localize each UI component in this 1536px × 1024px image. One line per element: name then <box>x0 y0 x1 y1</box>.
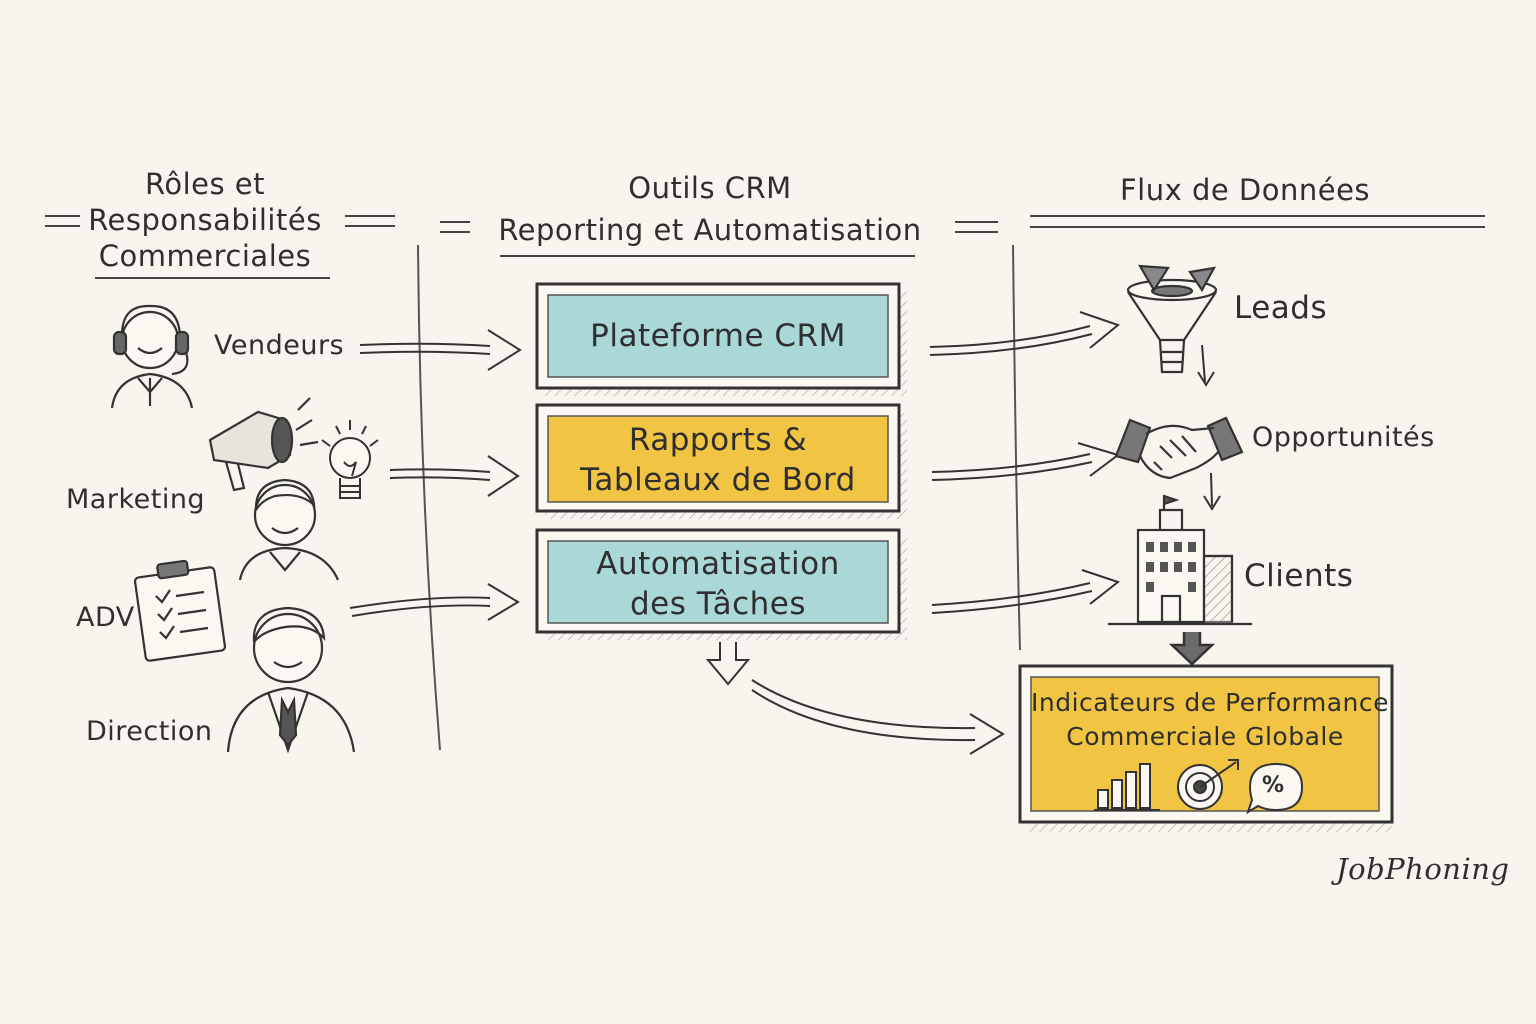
bar-chart-icon <box>1094 763 1160 811</box>
tools-header-line2: Reporting et Automatisation <box>498 213 922 247</box>
crm-platform-box <box>535 282 907 396</box>
businessman-icon <box>226 606 356 754</box>
building-icon <box>1108 494 1252 626</box>
kpi-line1: Indicateurs de Performance <box>1031 688 1389 717</box>
megaphone-person-icon <box>208 397 340 581</box>
flow-header: Flux de Données <box>1090 172 1400 208</box>
target-icon <box>1177 759 1239 810</box>
arrows-tools-to-flow <box>929 311 1221 614</box>
clipboard-checklist-icon <box>133 559 227 662</box>
headset-person-icon <box>110 304 194 409</box>
role-label-marketing: Marketing <box>66 484 206 515</box>
tool-reports-line2: Tableaux de Bord <box>580 462 856 498</box>
lightbulb-icon <box>321 420 379 499</box>
arrow-automation-to-kpi <box>705 642 1005 755</box>
roles-header-line2: Responsabilités <box>88 203 322 237</box>
handshake-icon <box>1114 416 1244 480</box>
flow-label-leads: Leads <box>1234 290 1328 326</box>
percent-bubble-icon <box>1246 762 1304 815</box>
funnel-icon <box>1126 264 1218 374</box>
percent-symbol: % <box>1262 773 1285 798</box>
tool-reports-line1: Rapports & <box>628 422 808 458</box>
tools-header-line1: Outils CRM <box>628 171 792 205</box>
tool-crm-platform-label: Plateforme CRM <box>548 316 888 356</box>
flow-label-clients: Clients <box>1244 558 1354 594</box>
tool-automation-line2: des Tâches <box>630 586 806 622</box>
role-label-vendeurs: Vendeurs <box>214 330 345 361</box>
role-label-adv: ADV <box>76 602 135 633</box>
tool-automation-line1: Automatisation <box>596 546 840 582</box>
kpi-line2: Commerciale Globale <box>1066 722 1344 751</box>
flow-label-opportunites: Opportunités <box>1252 422 1435 453</box>
arrow-clients-to-kpi <box>1168 632 1216 666</box>
reports-box <box>535 403 907 519</box>
kpi-label: Indicateurs de Performance Commerciale G… <box>1031 686 1389 754</box>
automation-box <box>535 528 907 640</box>
role-label-direction: Direction <box>86 716 213 747</box>
arrows-roles-to-tools <box>349 329 522 621</box>
tools-header: Outils CRM Reporting et Automatisation <box>470 170 950 248</box>
header-decor <box>45 215 1485 279</box>
tool-reports-label: Rapports & Tableaux de Bord <box>548 420 888 500</box>
roles-header-line3: Commerciales <box>98 239 312 273</box>
brand-signature: JobPhoning <box>1336 852 1510 886</box>
tool-automation-label: Automatisation des Tâches <box>548 544 888 624</box>
tool-crm-platform-line1: Plateforme CRM <box>590 318 846 354</box>
roles-header: Rôles et Responsabilités Commerciales <box>70 166 340 274</box>
roles-header-line1: Rôles et <box>144 167 266 201</box>
flow-header-line1: Flux de Données <box>1119 173 1371 207</box>
